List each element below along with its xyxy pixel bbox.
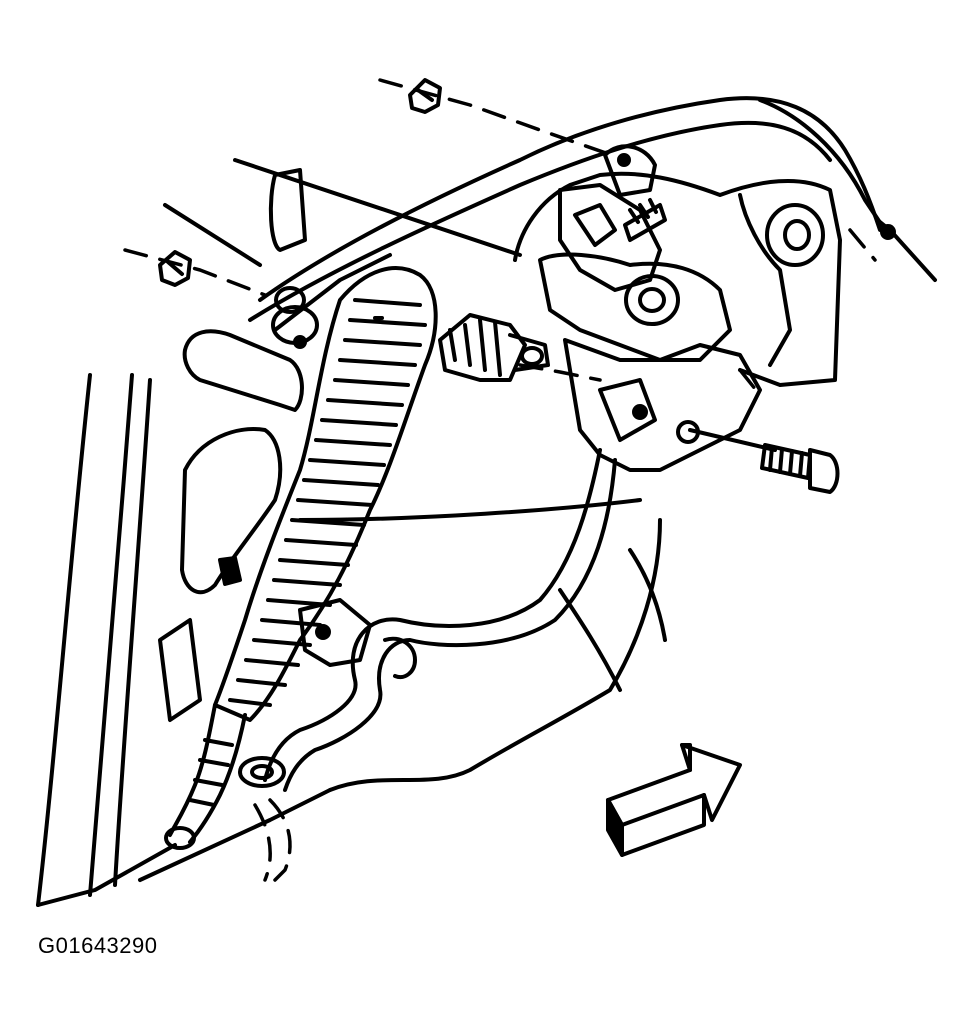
door-latch-assembly: [513, 144, 842, 472]
retaining-clip-upper: [408, 78, 442, 114]
wiring-harness-conduit: [213, 266, 438, 722]
front-direction-arrow: [606, 743, 742, 857]
harness-grommet: [238, 756, 286, 788]
lock-cable: [263, 448, 617, 792]
harness-tail: [164, 556, 247, 850]
latch-rod: [758, 98, 937, 282]
retaining-clip-lower: [158, 250, 192, 287]
lock-rod-clip: [271, 253, 392, 349]
actuator-connector: [438, 313, 550, 382]
door-inner-panel: [36, 96, 882, 907]
inside-door-handle: [182, 168, 307, 412]
figure-code: G01643290: [38, 933, 158, 958]
assembly-reference-lines: [123, 78, 877, 882]
actuator-bolt: [688, 428, 840, 494]
